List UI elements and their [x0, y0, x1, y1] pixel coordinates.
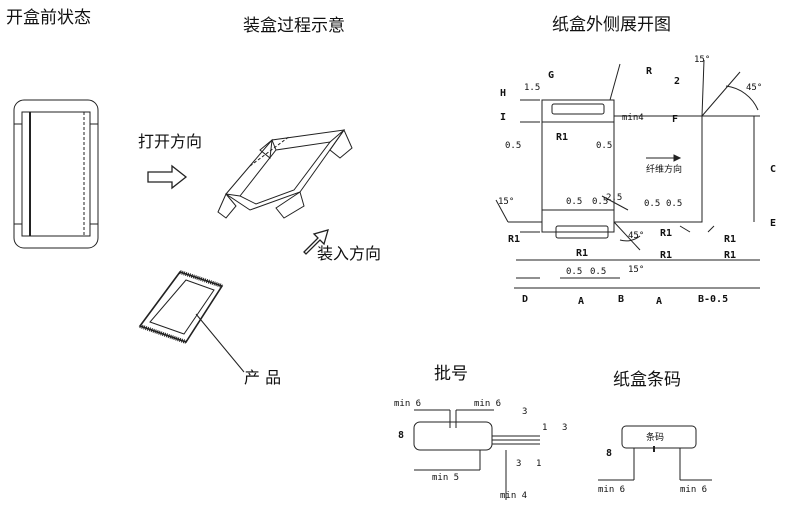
- product-label: 产 品: [244, 368, 282, 387]
- barcode-min6-right: min 6: [680, 485, 707, 495]
- closed-box: [13, 99, 99, 249]
- angle-15-left: 15°: [498, 197, 514, 207]
- dim-F: F: [672, 114, 678, 125]
- unfold-drawing: [495, 59, 760, 289]
- dim-D: D: [522, 294, 528, 305]
- dim-R: R: [646, 66, 653, 77]
- dim-0-5-f: 0.5: [590, 267, 606, 277]
- dim-R1-top: R1: [556, 132, 568, 143]
- title-batch: 批号: [434, 364, 468, 384]
- dim-2: 2: [674, 76, 680, 87]
- fiber-direction-label: 纤维方向: [646, 163, 682, 175]
- batch-3-bottom: 3: [516, 459, 521, 469]
- batch-min5: min 5: [432, 473, 459, 483]
- title-before-state: 开盒前状态: [6, 8, 91, 28]
- angle-45-top: 45°: [746, 83, 762, 93]
- dim-0-5-b: 0.5: [592, 197, 608, 207]
- dim-C: C: [770, 164, 776, 175]
- insert-direction-arrow: [303, 229, 329, 255]
- dim-R1-r1: R1: [660, 228, 672, 239]
- angle-45-bottom: 45°: [628, 231, 644, 241]
- open-box: [217, 128, 353, 219]
- batch-min6-right: min 6: [474, 399, 501, 409]
- dim-E: E: [770, 218, 776, 229]
- batch-min4: min 4: [500, 491, 527, 501]
- dim-G: G: [548, 70, 554, 81]
- batch-labels: min 6 min 6 8 3 1 3 3 1 min 5 min 4: [394, 399, 567, 501]
- dim-0-5-left: 0.5: [505, 141, 521, 151]
- insert-direction-label: 装入方向: [317, 244, 382, 263]
- dim-R1-r2: R1: [724, 234, 736, 245]
- barcode-labels: 条码 8 min 6 min 6: [598, 431, 707, 495]
- dim-H: H: [500, 88, 506, 99]
- dim-0-5-e: 0.5: [566, 267, 582, 277]
- dim-R1-left: R1: [508, 234, 520, 245]
- unfold-labels: G R H I 1.5 R1 0.5 0.5 min4 2 15° 45° F …: [498, 55, 776, 307]
- dim-min4: min4: [622, 113, 644, 123]
- batch-1-bottom: 1: [536, 459, 541, 469]
- open-direction-label: 打开方向: [138, 132, 203, 151]
- batch-min6-left: min 6: [394, 399, 421, 409]
- dim-0-5-mid: 0.5: [596, 141, 612, 151]
- barcode-min6-left: min 6: [598, 485, 625, 495]
- angle-15-top: 15°: [694, 55, 710, 65]
- dim-R1-r4: R1: [724, 250, 736, 261]
- dim-A-1: A: [578, 296, 584, 307]
- barcode-text: 条码: [646, 431, 664, 443]
- open-direction-arrow: [147, 164, 188, 190]
- batch-1-top: 1: [542, 423, 547, 433]
- barcode-8: 8: [606, 448, 612, 459]
- dim-1-5: 1.5: [524, 83, 540, 93]
- dim-B-0-5: B-0.5: [698, 294, 728, 305]
- barcode-drawing: [598, 425, 712, 481]
- dim-I: I: [500, 112, 506, 123]
- title-unfold: 纸盒外侧展开图: [552, 15, 671, 35]
- product-drawing: [138, 270, 245, 373]
- dim-0-5-a: 0.5: [566, 197, 582, 207]
- batch-3-top: 3: [522, 407, 527, 417]
- batch-8: 8: [398, 430, 404, 441]
- dim-2-5: 2.5: [606, 193, 622, 203]
- dim-B: B: [618, 294, 624, 305]
- title-barcode: 纸盒条码: [613, 370, 681, 390]
- dim-R1-bottom: R1: [576, 248, 588, 259]
- title-process: 装盒过程示意: [243, 16, 345, 36]
- dim-0-5-d: 0.5: [666, 199, 682, 209]
- dim-0-5-c: 0.5: [644, 199, 660, 209]
- angle-15-bottom: 15°: [628, 265, 644, 275]
- dim-A-2: A: [656, 296, 662, 307]
- batch-drawing: [413, 409, 540, 500]
- dim-R1-r3: R1: [660, 250, 672, 261]
- batch-3-right: 3: [562, 423, 567, 433]
